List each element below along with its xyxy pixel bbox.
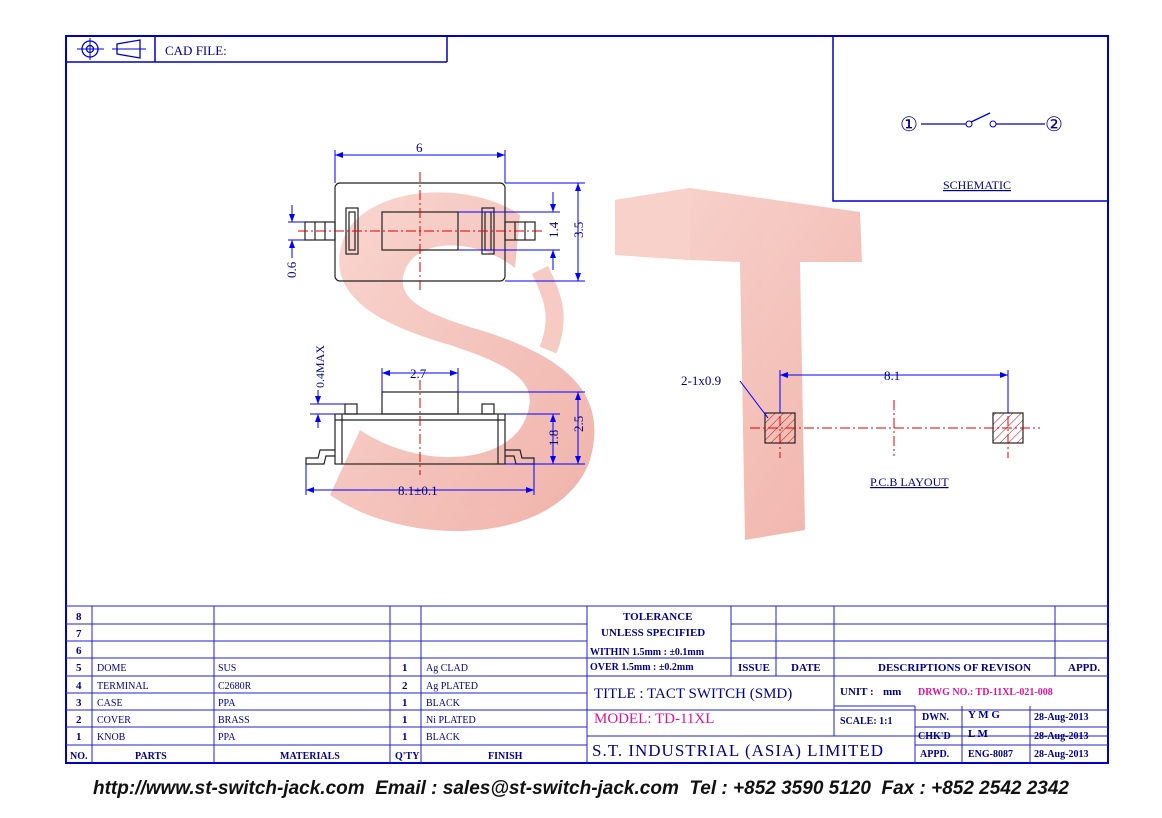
dim-max: 0.4MAX xyxy=(313,345,327,388)
bom-cell-part: COVER xyxy=(97,715,131,726)
bom-cell-material: PPA xyxy=(218,698,236,709)
tolerance-block: TOLERANCE UNLESS SPECIFIED WITHIN 1.5mm … xyxy=(590,611,705,673)
top-view: 6 3.5 1.4 0.6 xyxy=(284,140,586,292)
contact-footer: http://www.st-switch-jack.com Email : sa… xyxy=(92,778,1069,799)
bom-cell-finish: BLACK xyxy=(426,732,461,743)
appd-name: ENG-8087 xyxy=(968,749,1013,760)
bom-cell-no: 1 xyxy=(76,731,82,743)
pad-label: 2-1x0.9 xyxy=(681,373,721,388)
rev-appd: APPD. xyxy=(1068,662,1100,674)
bom-cell-finish: Ag CLAD xyxy=(426,663,468,674)
bom-header-finish: FINISH xyxy=(488,751,523,762)
tol-line1: TOLERANCE xyxy=(623,611,692,623)
bom-cell-no: 5 xyxy=(76,662,82,674)
bom-cell-no: 6 xyxy=(76,645,82,657)
title-block-grid xyxy=(66,605,1108,763)
schematic: ① ② SCHEMATIC xyxy=(832,35,1109,202)
pcb-layout: 8.1 2-1x0.9 P.C.B LAYOUT xyxy=(681,368,1040,489)
dwn-label: DWN. xyxy=(922,712,949,723)
chkd-label: CHK'D xyxy=(918,731,951,742)
company-name: S.T. INDUSTRIAL (ASIA) LIMITED xyxy=(592,741,884,760)
dim-inner: 1.4 xyxy=(546,221,561,238)
bom-cell-finish: BLACK xyxy=(426,698,461,709)
schematic-pin2: ② xyxy=(1045,114,1063,136)
schematic-label: SCHEMATIC xyxy=(943,178,1011,192)
bom-cell-material: SUS xyxy=(218,663,236,674)
bom-table: 8 7 6 5 DOME SUS 1 Ag CLAD 4 TERMINAL C2680R 2 Ag PL… xyxy=(70,611,523,762)
bom-cell-material: PPA xyxy=(218,732,236,743)
dim-h2: 2.5 xyxy=(571,416,586,432)
cad-file-label: CAD FILE: xyxy=(165,43,227,58)
tol-line3: WITHIN 1.5mm : ±0.1mm xyxy=(590,647,705,658)
bom-cell-no: 4 xyxy=(76,680,82,692)
bom-header-materials: MATERIALS xyxy=(280,751,340,762)
dim-knob: 2.7 xyxy=(410,366,427,381)
dim-height: 3.5 xyxy=(571,222,586,238)
bom-header-parts: PARTS xyxy=(135,751,167,762)
dim-pin: 0.6 xyxy=(284,261,299,278)
bom-cell-part: KNOB xyxy=(97,732,126,743)
chkd-name: L M xyxy=(968,728,988,740)
bom-cell-qty: 2 xyxy=(402,680,408,692)
bom-cell-qty: 1 xyxy=(402,731,408,743)
bom-cell-no: 3 xyxy=(76,697,82,709)
bom-cell-part: CASE xyxy=(97,698,123,709)
bom-cell-qty: 1 xyxy=(402,714,408,726)
unit-label: UNIT : xyxy=(840,686,874,698)
bom-cell-qty: 1 xyxy=(402,697,408,709)
schematic-pin1: ① xyxy=(900,114,918,136)
bom-cell-qty: 1 xyxy=(402,662,408,674)
rev-issue: ISSUE xyxy=(738,662,770,674)
rev-date: DATE xyxy=(791,662,821,674)
appd-label: APPD. xyxy=(920,749,950,760)
model-number: MODEL: TD-11XL xyxy=(594,711,714,727)
bom-cell-part: TERMINAL xyxy=(97,681,149,692)
chkd-date: 28-Aug-2013 xyxy=(1034,731,1088,742)
revision-header: ISSUE DATE DESCRIPTIONS OF REVISON APPD. xyxy=(738,662,1100,674)
bom-cell-material: C2680R xyxy=(218,681,252,692)
scale: SCALE: 1:1 xyxy=(840,716,893,727)
bom-cell-material: BRASS xyxy=(218,715,250,726)
title-block: TITLE : TACT SWITCH (SMD) MODEL: TD-11XL… xyxy=(592,686,1088,760)
bom-header-no: NO. xyxy=(70,751,88,762)
unit-value: mm xyxy=(883,686,901,698)
dim-length: 8.1±0.1 xyxy=(398,483,438,498)
bom-cell-finish: Ni PLATED xyxy=(426,715,476,726)
rev-desc: DESCRIPTIONS OF REVISON xyxy=(878,662,1031,674)
appd-date: 28-Aug-2013 xyxy=(1034,749,1088,760)
dwn-date: 28-Aug-2013 xyxy=(1034,712,1088,723)
dwn-name: Y M G xyxy=(968,709,1000,721)
drawing-title: TITLE : TACT SWITCH (SMD) xyxy=(594,686,792,702)
bom-cell-no: 8 xyxy=(76,611,82,623)
dim-pitch: 8.1 xyxy=(884,368,900,383)
st-watermark xyxy=(330,188,862,540)
tol-line4: OVER 1.5mm : ±0.2mm xyxy=(590,662,694,673)
drawing-number: DRWG NO.: TD-11XL-021-008 xyxy=(918,687,1053,698)
bom-cell-no: 7 xyxy=(76,628,82,640)
bom-header-qty: Q'TY xyxy=(395,751,420,762)
dim-h1: 1.8 xyxy=(546,430,561,446)
bom-cell-finish: Ag PLATED xyxy=(426,681,478,692)
side-view: 2.7 0.4MAX 2.5 1.8 8.1±0.1 xyxy=(305,345,586,498)
tol-line2: UNLESS SPECIFIED xyxy=(601,627,705,639)
bom-cell-part: DOME xyxy=(97,663,126,674)
projection-symbol-icon xyxy=(77,38,146,60)
bom-cell-no: 2 xyxy=(76,714,82,726)
dim-width: 6 xyxy=(416,140,423,155)
pcb-label: P.C.B LAYOUT xyxy=(870,475,949,489)
